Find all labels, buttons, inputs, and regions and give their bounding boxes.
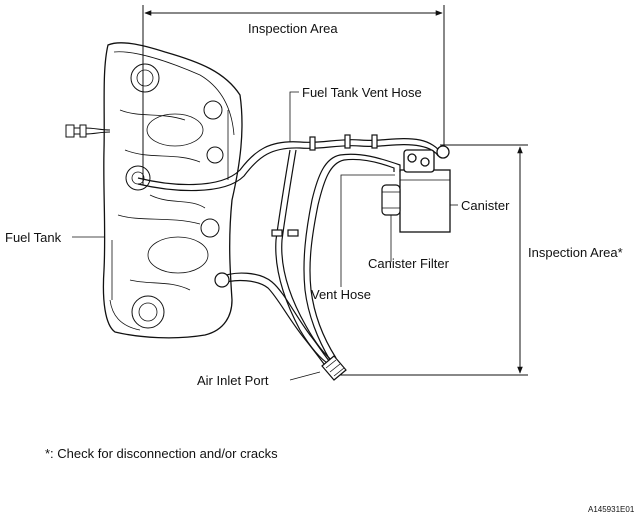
inspection-area-right-dimension: [340, 144, 528, 376]
canister-label: Canister: [461, 198, 510, 213]
figure-id: A145931E01: [588, 505, 635, 514]
canister-filter-label: Canister Filter: [368, 256, 449, 271]
wire-harness: [65, 124, 111, 138]
air-inlet-port: [321, 355, 347, 381]
fuel-tank: [102, 42, 243, 339]
filler-pipe: [214, 272, 331, 365]
footnote: *: Check for disconnection and/or cracks: [45, 446, 278, 461]
air-inlet-port-label: Air Inlet Port: [197, 373, 269, 388]
inspection-area-right-label: Inspection Area*: [528, 245, 623, 260]
fuel-tank-label: Fuel Tank: [5, 230, 62, 245]
fuel-tank-vent-hose-label: Fuel Tank Vent Hose: [302, 85, 422, 100]
vent-hose-label: Vent Hose: [311, 287, 371, 302]
inspection-area-top-label: Inspection Area: [248, 21, 338, 36]
canister: [399, 145, 451, 233]
canister-filter: [381, 184, 401, 216]
leader-lines: [72, 91, 458, 381]
inspection-area-top-dimension: [142, 5, 445, 185]
fuel-tank-vent-hose: [137, 134, 441, 192]
